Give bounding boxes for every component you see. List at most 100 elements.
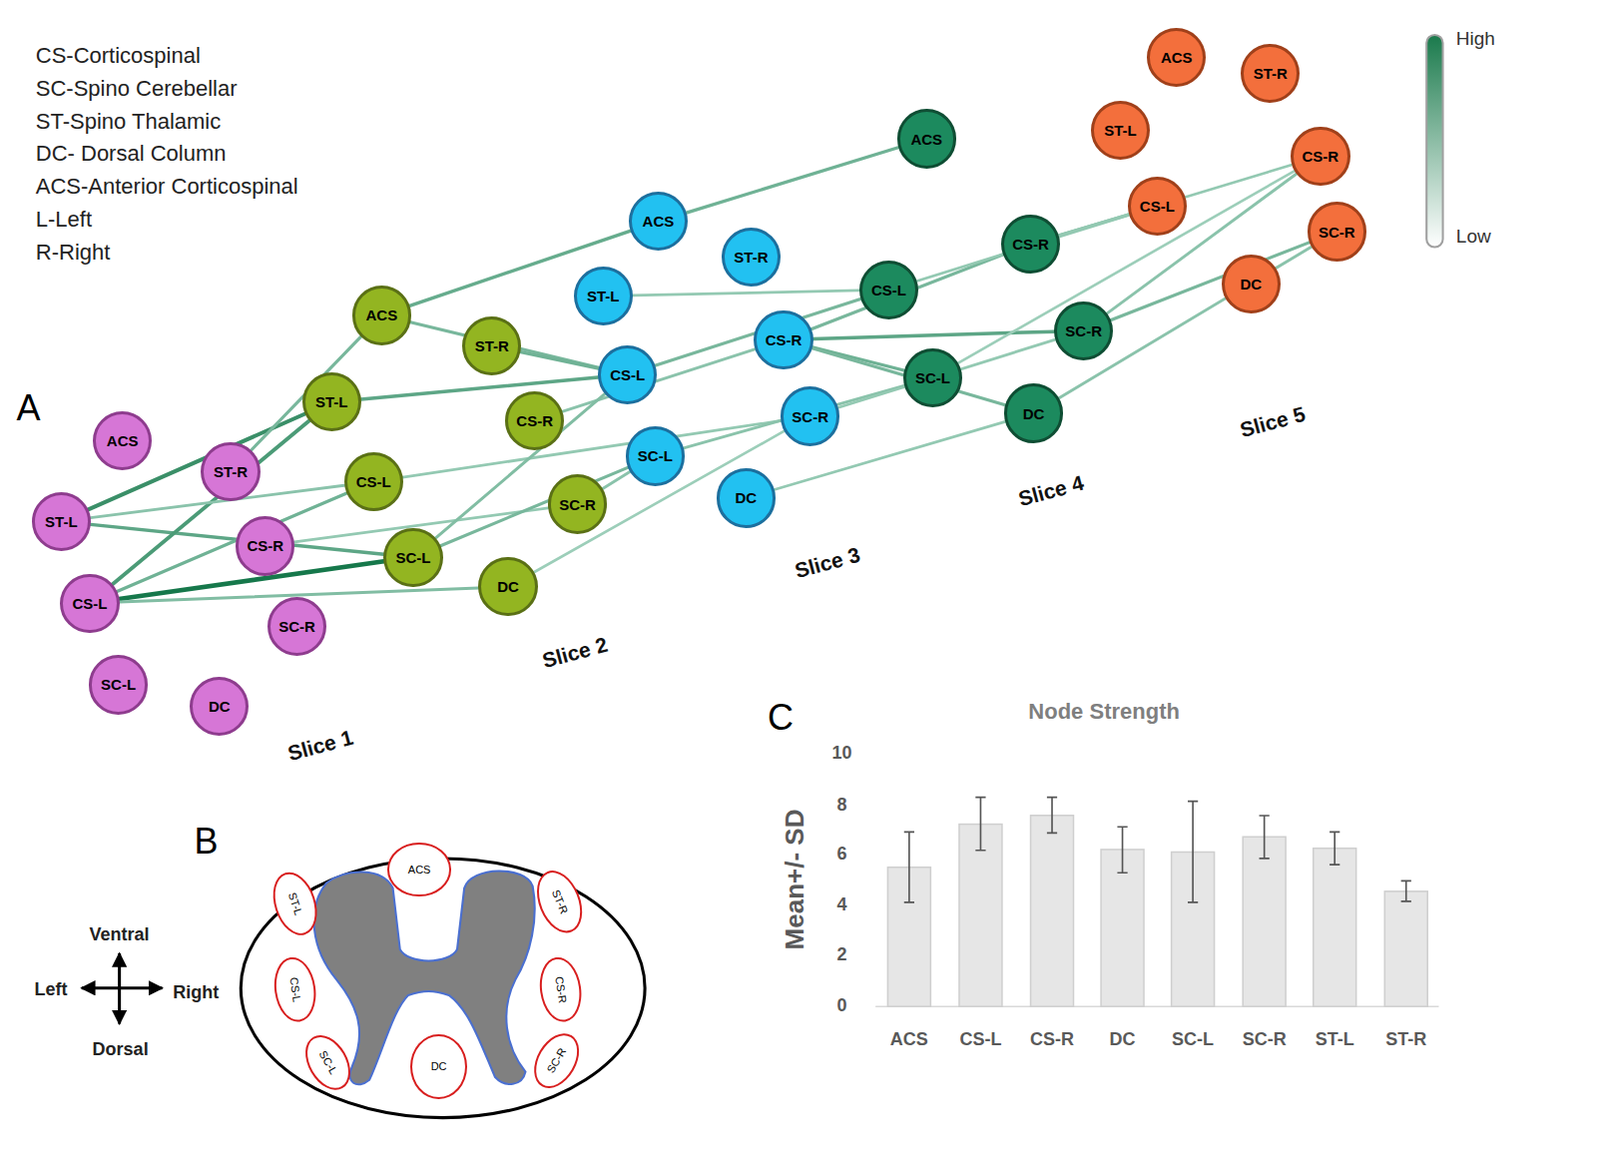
- tract-node: ST-L: [1090, 100, 1150, 160]
- node-label: ACS: [408, 863, 432, 876]
- node-label: DC: [497, 577, 520, 595]
- text-label: ACS-Anterior Corticospinal: [35, 173, 299, 199]
- tract-node: DC: [716, 468, 776, 528]
- text-label: DC- Dorsal Column: [35, 141, 227, 167]
- connectivity-edge: [562, 349, 756, 413]
- tract-node: SC-R: [1307, 201, 1367, 261]
- node-label: SC-L: [396, 548, 432, 566]
- tract-node: SC-L: [383, 528, 443, 587]
- tract-node: CS-R: [1001, 214, 1061, 274]
- text-label: ST-R: [1385, 1028, 1427, 1050]
- tract-oval: ACS: [387, 842, 451, 896]
- text-label: SC-L: [1171, 1028, 1214, 1050]
- node-label: CS-R: [1302, 147, 1340, 165]
- node-label: ACS: [106, 432, 139, 450]
- connectivity-edge: [521, 352, 599, 369]
- node-label: ACS: [1160, 48, 1193, 66]
- node-label: ST-L: [315, 393, 349, 411]
- node-label: CS-L: [287, 976, 303, 1003]
- tract-node: DC: [189, 676, 249, 736]
- text-label: DC: [1109, 1028, 1136, 1050]
- node-label: CS-R: [765, 331, 803, 349]
- text-label: Low: [1456, 225, 1492, 248]
- tract-node: ST-R: [200, 442, 260, 502]
- tract-oval: DC: [410, 1034, 468, 1099]
- tract-node: ST-L: [302, 372, 362, 432]
- text-label: C: [767, 696, 794, 738]
- node-label: CS-R: [1012, 235, 1050, 253]
- bar-chart: [875, 797, 1439, 1008]
- text-label: ACS: [890, 1028, 929, 1050]
- tract-node: CS-L: [1127, 176, 1187, 236]
- tract-oval: ST-R: [528, 864, 590, 941]
- text-label: 6: [836, 842, 847, 864]
- node-label: ACS: [365, 306, 398, 324]
- connectivity-edge: [251, 336, 362, 451]
- text-label: R-Right: [35, 239, 111, 265]
- text-label: ST-L: [1315, 1028, 1355, 1050]
- node-label: SC-R: [278, 617, 316, 635]
- text-label: Dorsal: [92, 1039, 149, 1061]
- node-label: CS-L: [1139, 197, 1175, 215]
- connectivity-edge: [402, 420, 781, 478]
- node-label: SC-R: [543, 1046, 568, 1075]
- node-label: DC: [431, 1060, 448, 1072]
- tract-node: ST-L: [573, 266, 633, 326]
- connectivity-edge: [686, 147, 899, 213]
- tract-oval: SC-R: [525, 1025, 588, 1096]
- tract-node: ACS: [352, 285, 412, 345]
- node-label: SC-L: [100, 675, 136, 693]
- node-label: SC-R: [558, 496, 596, 514]
- connectivity-edge: [958, 170, 1295, 363]
- text-label: Node Strength: [1028, 698, 1180, 724]
- node-label: CS-R: [246, 536, 284, 554]
- tract-node: CS-R: [235, 516, 295, 575]
- tract-node: DC: [478, 556, 537, 616]
- node-label: CS-R: [516, 412, 553, 430]
- tract-node: CS-L: [344, 452, 404, 512]
- text-label: L-Left: [35, 206, 92, 232]
- tract-node: SC-L: [903, 348, 963, 408]
- node-label: ST-L: [44, 513, 78, 531]
- node-label: CS-L: [871, 281, 907, 299]
- tract-node: CS-L: [597, 345, 657, 405]
- text-label: Left: [34, 978, 68, 1000]
- text-label: CS-L: [959, 1028, 1002, 1050]
- node-label: CS-R: [551, 975, 568, 1004]
- text-label: 8: [836, 793, 847, 815]
- text-label: CS-Corticospinal: [35, 43, 201, 69]
- text-label: Slice 2: [536, 631, 611, 674]
- node-label: SC-R: [791, 408, 829, 426]
- tract-node: SC-L: [88, 654, 148, 714]
- node-label: ST-R: [1253, 64, 1288, 82]
- node-label: ST-R: [213, 463, 248, 481]
- tract-oval: ST-L: [265, 866, 325, 942]
- text-label: Mean+/- SD: [780, 809, 811, 951]
- cord-outline: [240, 858, 645, 1118]
- text-label: 4: [836, 893, 847, 915]
- tract-node: ST-R: [1240, 43, 1300, 103]
- node-label: DC: [1023, 405, 1046, 423]
- tract-node: SC-R: [267, 596, 327, 656]
- text-label: SC-Spino Cerebellar: [35, 75, 238, 101]
- tract-node: CS-L: [59, 573, 119, 633]
- text-label: CS-R: [1030, 1028, 1074, 1050]
- tract-node: DC: [1004, 383, 1064, 443]
- text-label: B: [193, 821, 218, 863]
- connectivity-edge: [1059, 164, 1293, 236]
- tract-oval: CS-R: [534, 954, 585, 1025]
- orientation-cross: [81, 953, 163, 1025]
- tract-node: ST-R: [462, 316, 522, 376]
- text-label: SC-R: [1242, 1028, 1287, 1050]
- text-label: Slice 4: [1014, 470, 1088, 513]
- tract-node: ACS: [897, 108, 957, 168]
- text-label: Right: [172, 981, 219, 1003]
- node-label: ST-L: [285, 891, 305, 918]
- connectivity-edge: [813, 331, 1055, 339]
- text-label: Slice 3: [790, 542, 865, 585]
- connectivity-edge: [683, 385, 905, 449]
- node-label: SC-L: [915, 369, 951, 387]
- tract-node: CS-R: [753, 310, 813, 370]
- node-label: ST-L: [1103, 121, 1137, 139]
- connectivity-edge: [1059, 246, 1312, 399]
